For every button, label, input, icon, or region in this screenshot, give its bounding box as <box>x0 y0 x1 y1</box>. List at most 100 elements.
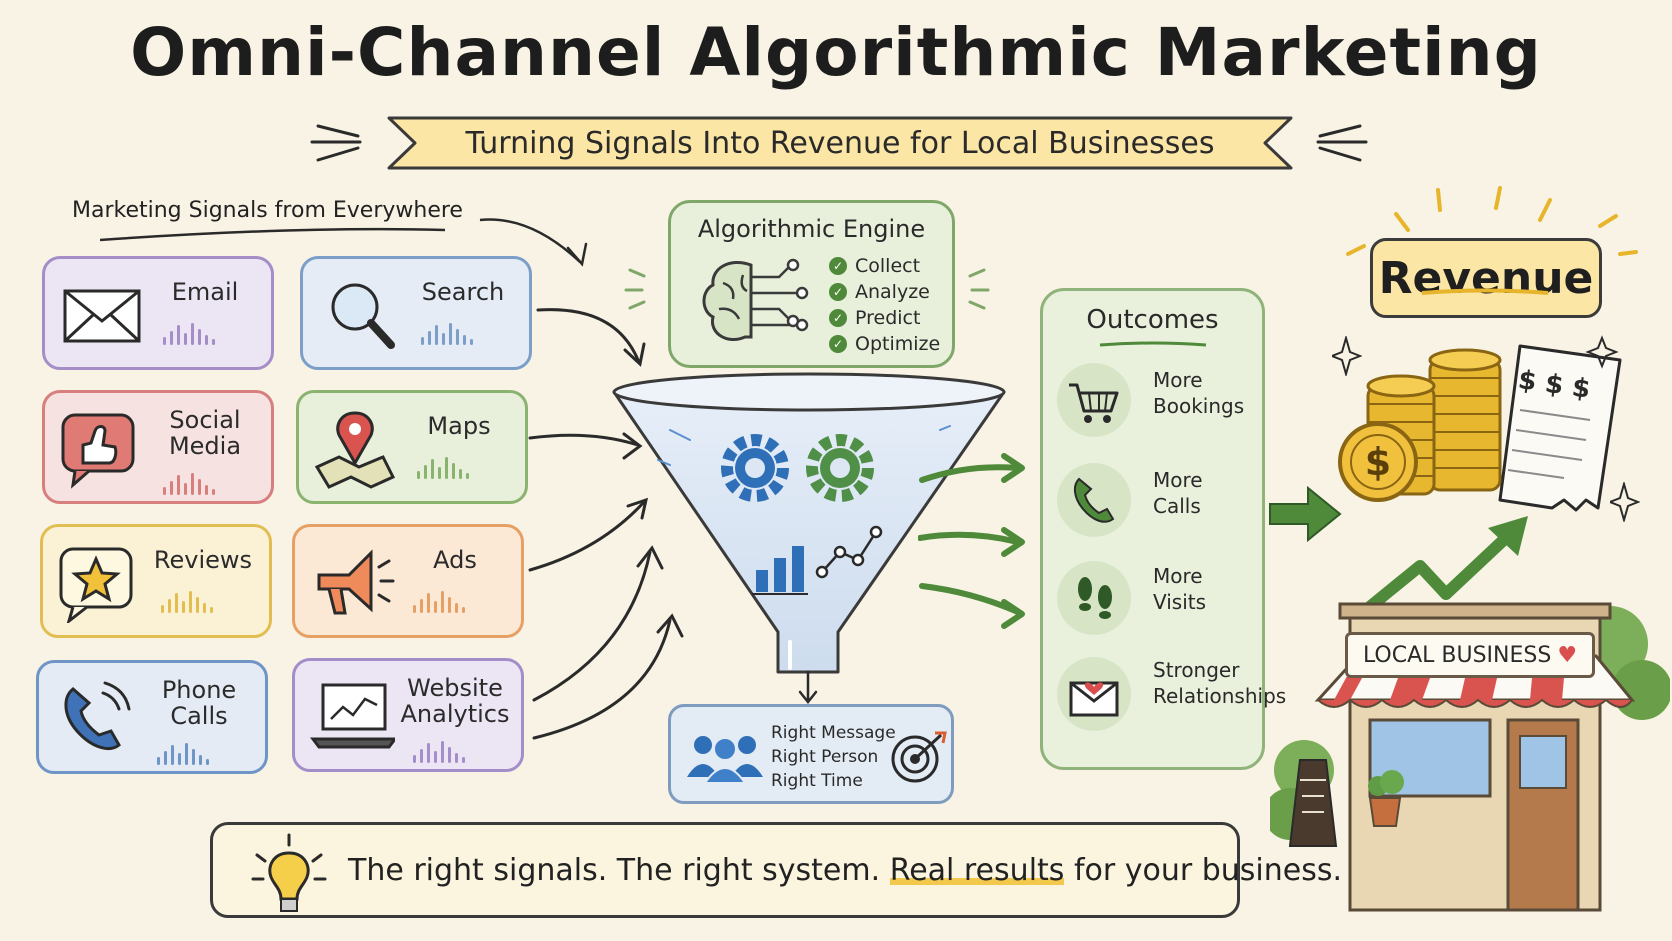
sidewalk-sign-icon <box>1288 759 1338 847</box>
activity-bar <box>163 487 166 495</box>
signal-activity-bars <box>163 323 215 345</box>
signal-card-email: Email <box>42 256 274 370</box>
activity-bar <box>420 599 423 613</box>
signal-label: Social Media <box>168 406 242 461</box>
activity-bar <box>171 745 174 765</box>
cart-icon <box>1069 383 1119 423</box>
activity-bar <box>164 751 167 765</box>
activity-bar <box>462 757 465 763</box>
revenue-label: Revenue <box>1370 238 1602 318</box>
phone-icon <box>64 681 131 750</box>
activity-bar <box>449 323 452 345</box>
signal-activity-bars <box>413 591 465 613</box>
map-pin-icon <box>314 411 396 489</box>
activity-bar <box>456 329 459 345</box>
activity-bar <box>191 473 194 495</box>
signal-label: Search <box>421 278 505 306</box>
coins-and-receipt <box>1338 335 1622 512</box>
tagline-highlight: Real results <box>889 853 1065 888</box>
activity-bar <box>198 329 201 345</box>
activity-bar <box>205 335 208 345</box>
signal-activity-bars <box>417 457 469 479</box>
activity-bar <box>178 753 181 765</box>
signal-label: Phone Calls <box>161 676 237 731</box>
targeting-line-person: Right Person <box>771 747 879 767</box>
activity-bar <box>463 335 466 345</box>
activity-bar <box>434 751 437 763</box>
check-icon: ✓ <box>829 257 847 275</box>
activity-bar <box>163 337 166 345</box>
activity-bar <box>448 597 451 613</box>
targeting-panel: Right Message Right Person Right Time <box>668 704 954 804</box>
signal-label: Website Analytics <box>400 674 510 729</box>
store-sign: LOCAL BUSINESS♥ <box>1345 632 1595 678</box>
banner-dash-right <box>1316 124 1368 162</box>
check-icon: ✓ <box>829 283 847 301</box>
signal-card-search: Search <box>300 256 532 370</box>
activity-bar <box>157 757 160 765</box>
engine-step-optimize: ✓Optimize <box>829 333 940 355</box>
bar-chart-icon <box>752 525 883 595</box>
activity-bar <box>185 743 188 765</box>
heart-icon: ♥ <box>1557 642 1578 668</box>
subtitle: Turning Signals Into Revenue for Local B… <box>465 125 1215 161</box>
activity-bar <box>170 331 173 345</box>
gear-icon <box>721 434 789 502</box>
phone-icon <box>1073 477 1115 523</box>
activity-bar <box>199 755 202 765</box>
outcome-icon-bg <box>1057 463 1131 537</box>
activity-bar <box>455 753 458 763</box>
activity-bar <box>192 749 195 765</box>
revenue-burst-lines <box>1346 186 1638 256</box>
activity-bar <box>438 467 441 479</box>
signal-card-phone-calls: Phone Calls <box>36 660 268 774</box>
activity-bar <box>427 743 430 763</box>
output-arrows <box>918 453 1025 629</box>
signal-card-website-analytics: Website Analytics <box>292 658 524 772</box>
activity-bar <box>459 469 462 479</box>
signal-activity-bars <box>163 473 215 495</box>
brain-circuit-icon <box>702 258 809 341</box>
signal-label: Maps <box>427 412 491 440</box>
growth-arrow-icon <box>1360 516 1528 616</box>
outcomes-underline <box>1099 341 1207 347</box>
sparkle-icon <box>1610 482 1640 522</box>
activity-bar <box>427 593 430 613</box>
engine-title: Algorithmic Engine <box>697 215 926 243</box>
activity-bar <box>441 591 444 613</box>
activity-bar <box>452 463 455 479</box>
signal-card-ads: Ads <box>292 524 524 638</box>
target-icon <box>891 731 947 783</box>
outcome-icon-bg <box>1057 657 1131 731</box>
engine-step-collect: ✓Collect <box>829 255 920 277</box>
potted-plant-icon <box>1368 770 1404 827</box>
lightbulb-icon <box>251 833 327 912</box>
engine-step-analyze: ✓Analyze <box>829 281 930 303</box>
activity-bar <box>441 741 444 763</box>
signal-card-maps: Maps <box>296 390 528 504</box>
subtitle-banner: Turning Signals Into Revenue for Local B… <box>385 112 1295 174</box>
signal-card-social-media: Social Media <box>42 390 274 504</box>
signal-label: Ads <box>433 546 477 574</box>
engine-step-predict: ✓Predict <box>829 307 920 329</box>
signals-label-arrow <box>100 218 588 267</box>
activity-bar <box>417 471 420 479</box>
activity-bar <box>198 479 201 495</box>
activity-bar <box>161 605 164 613</box>
activity-bar <box>212 489 215 495</box>
activity-bar <box>206 759 209 765</box>
algorithmic-engine-panel: Algorithmic Engine ✓Collect ✓Analyze ✓Pr… <box>668 200 955 368</box>
activity-bar <box>168 599 171 613</box>
tagline-panel: The right signals. The right system. Rea… <box>210 822 1342 918</box>
footprints-icon <box>1078 577 1112 619</box>
check-icon: ✓ <box>829 335 847 353</box>
signal-activity-bars <box>157 743 209 765</box>
activity-bar <box>466 473 469 479</box>
activity-bar <box>191 323 194 345</box>
page-title: Omni-Channel Algorithmic Marketing <box>130 14 1542 91</box>
receipt-icon <box>1498 344 1622 512</box>
activity-bar <box>424 465 427 479</box>
